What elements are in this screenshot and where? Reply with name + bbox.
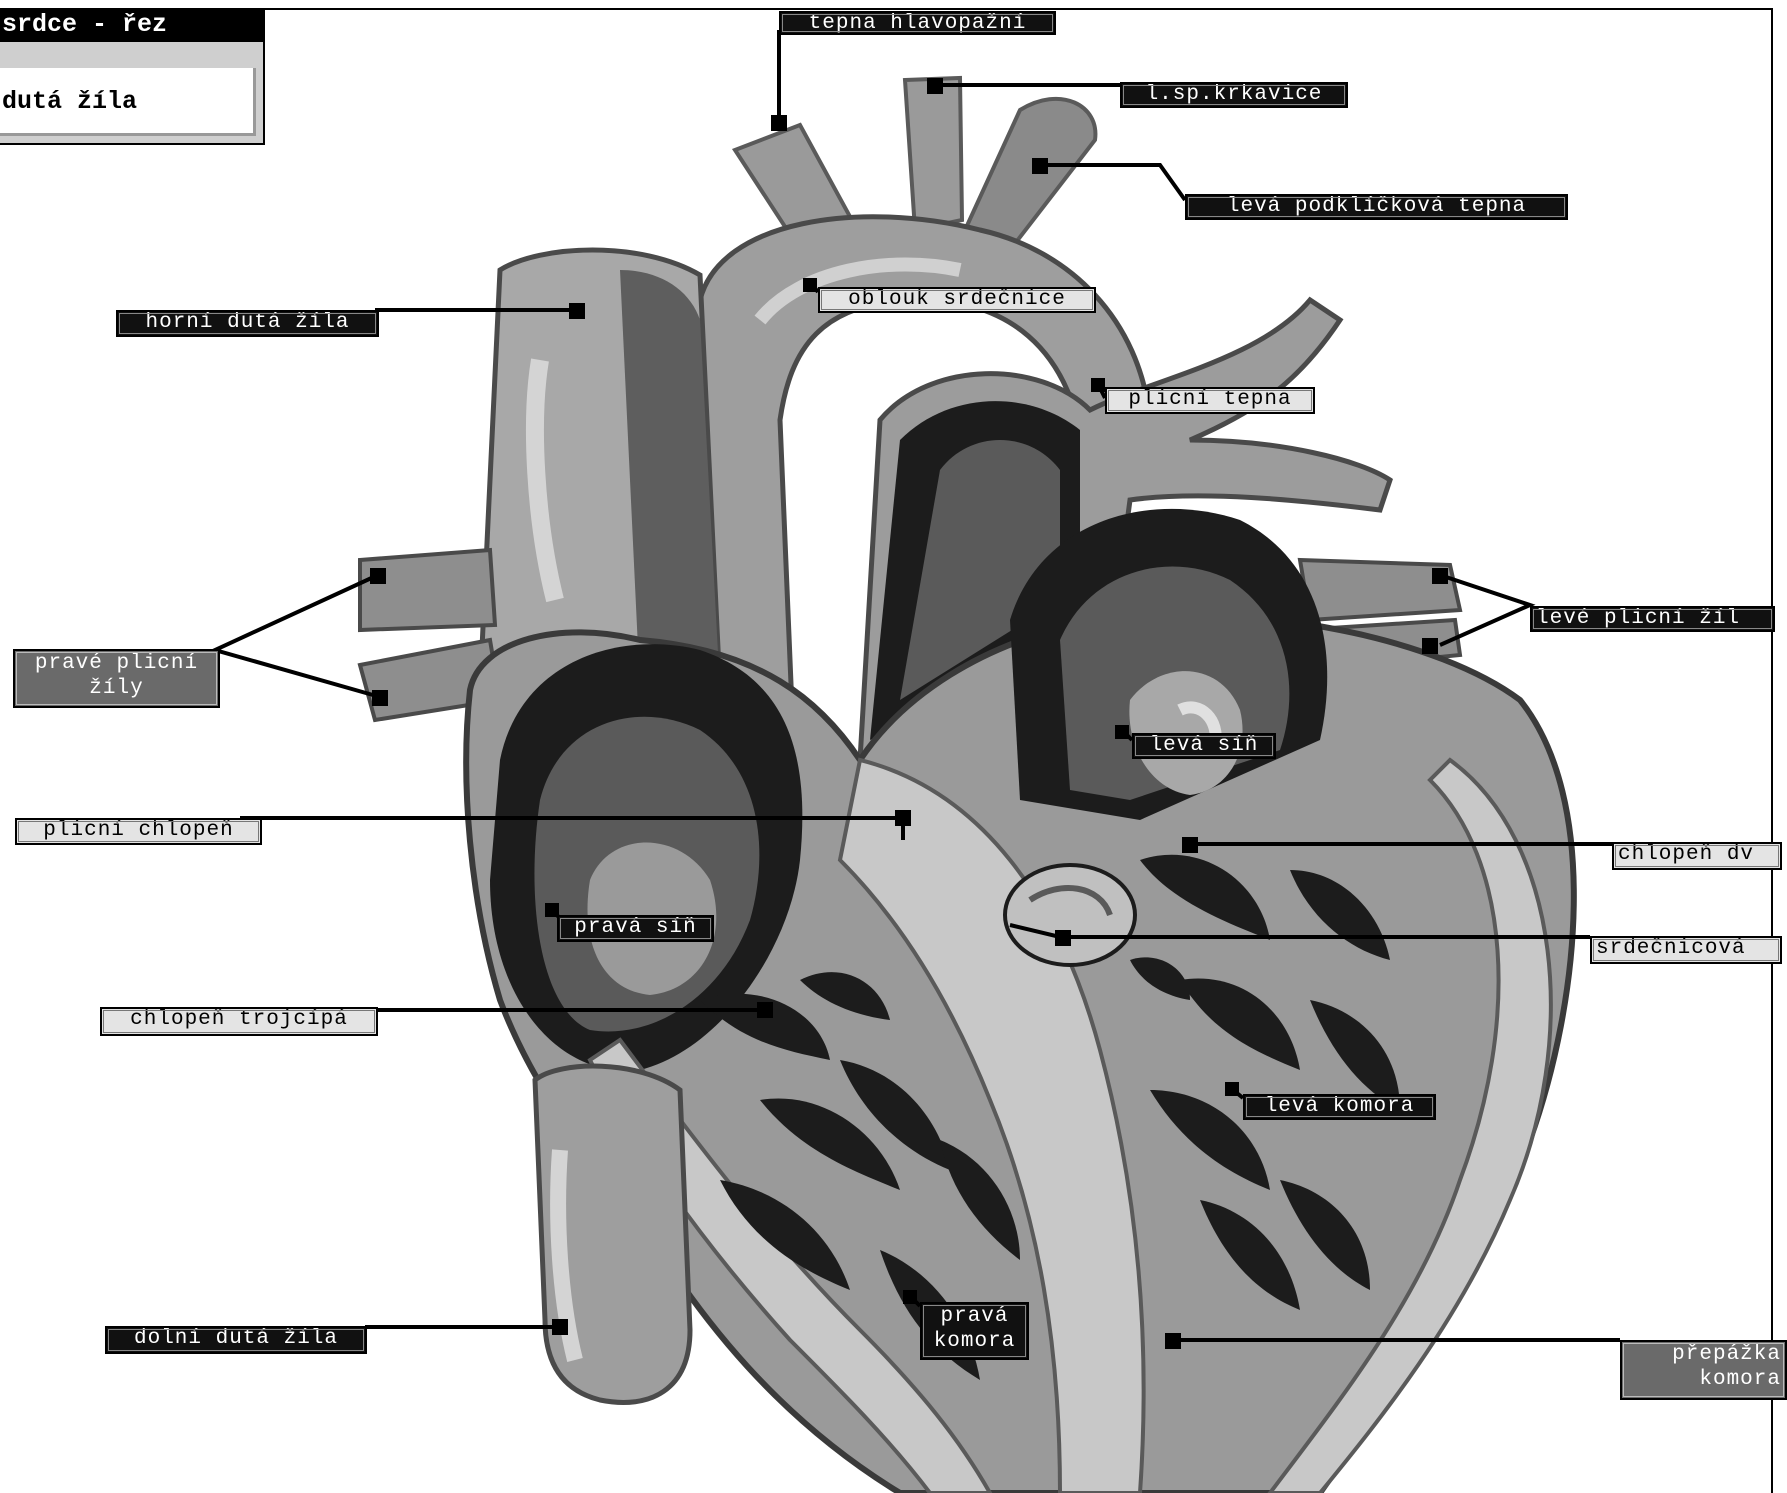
label-leve-plicni-zily[interactable]: levé plicní žíl — [1530, 606, 1775, 632]
label-plicni-tepna[interactable]: plicní tepna — [1105, 387, 1315, 414]
label-l-sp-krkavice[interactable]: l.sp.krkavice — [1120, 82, 1348, 108]
panel-title: srdce - řez — [0, 10, 263, 42]
label-prepazka-komor[interactable]: přepážka komora — [1620, 1340, 1787, 1400]
label-tepna-hlavopazni[interactable]: tepna hlavopažní — [779, 11, 1056, 35]
title-panel: srdce - řez dutá žíla — [0, 8, 265, 145]
label-chlopen-trojcipa[interactable]: chlopeň trojcípá — [100, 1007, 378, 1036]
label-prave-plicni-zily[interactable]: pravé plicní žíly — [13, 649, 220, 708]
label-leva-sin[interactable]: levá síň — [1132, 733, 1276, 759]
aortic-valve-ring — [1005, 865, 1135, 965]
label-plicni-chlopen[interactable]: plicní chlopeň — [15, 818, 262, 845]
label-dolni-duta-zila[interactable]: dolní dutá žíla — [105, 1326, 367, 1354]
label-prava-sin[interactable]: pravá síň — [557, 915, 714, 942]
label-leva-podklickova-tepna[interactable]: levá podklíčková tepna — [1185, 194, 1568, 220]
label-horni-duta-zila[interactable]: horní dutá žíla — [116, 310, 379, 337]
label-leva-komora[interactable]: levá komora — [1243, 1094, 1436, 1120]
label-oblouk-srdecnice[interactable]: oblouk srdečnice — [818, 287, 1096, 313]
label-chlopen-dvojcipa[interactable]: chlopeň dv — [1612, 842, 1782, 870]
label-prava-komora[interactable]: pravá komora — [920, 1302, 1029, 1360]
answer-field[interactable]: dutá žíla — [0, 68, 256, 136]
label-srdecnicova-chlopen[interactable]: srdečnicová — [1590, 936, 1782, 964]
